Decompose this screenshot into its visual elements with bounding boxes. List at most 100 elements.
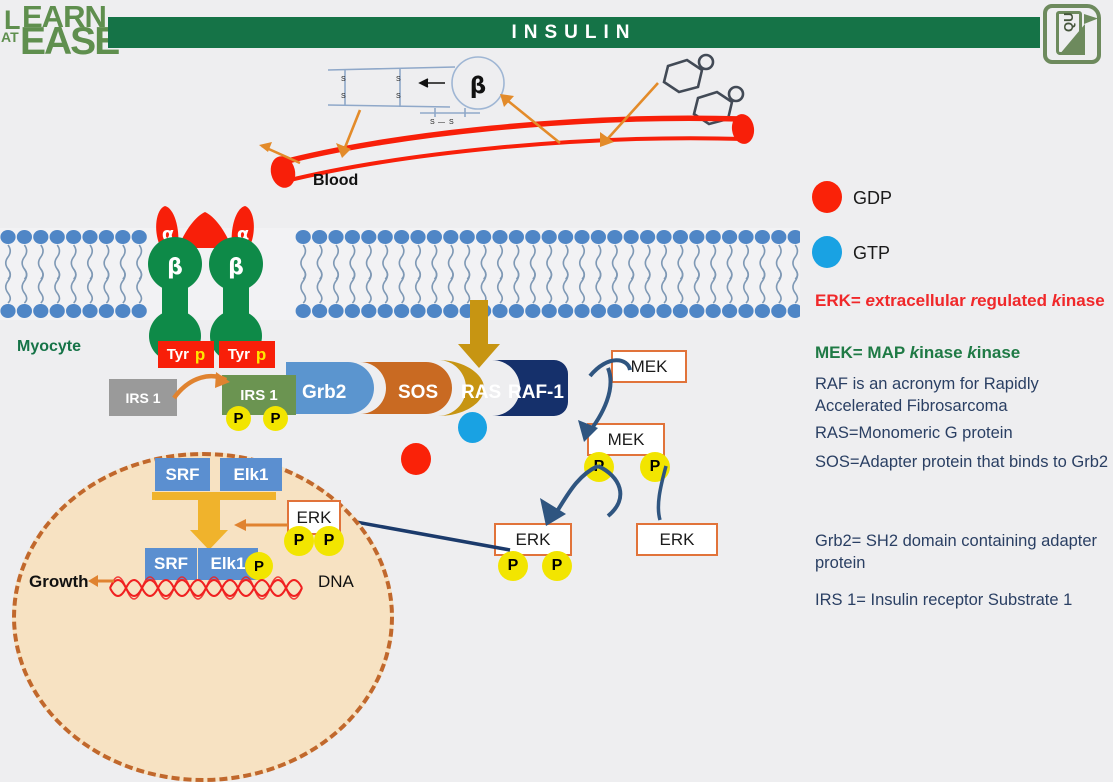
svg-text:S: S: [449, 119, 454, 126]
sos-shape: [360, 362, 452, 414]
erk-def-e: e: [865, 291, 876, 310]
erk-phosphate-2: P: [542, 551, 572, 581]
erk-def-rest1: xtracellular: [875, 291, 971, 310]
note-ras: RAS=Monomeric G protein: [815, 424, 1013, 442]
tyr-label-left: Tyr: [166, 346, 189, 363]
mek-active-label: MEK: [607, 429, 645, 449]
irs1-inactive-label: IRS 1: [125, 389, 161, 406]
sos-label: SOS: [398, 382, 439, 403]
tyr-phosphate-right: p: [255, 344, 267, 364]
note-raf: RAF is an acronym for Rapidly Accelerate…: [815, 375, 1039, 415]
growth-label: Growth: [29, 572, 89, 591]
irs1-phosphate-2: P: [263, 406, 288, 431]
srf-box-bottom: SRF: [145, 548, 197, 580]
beta-right-label: β: [228, 255, 244, 280]
note-grb2: Grb2= SH2 domain containing adapter prot…: [815, 532, 1098, 572]
beta-to-chain-arrow: [418, 78, 445, 88]
erk-def-rest2: egulated: [977, 291, 1052, 310]
mek-def-prefix: MEK= MAP: [815, 343, 910, 362]
erk-nuclear-box: ERK: [287, 500, 341, 535]
mek-phosphate-2-label: P: [649, 458, 661, 475]
erk-inactive-box: ERK: [636, 523, 718, 556]
page-title-banner: INSULIN: [108, 17, 1040, 48]
myocyte-label: Myocyte: [17, 338, 82, 355]
note-irs1: IRS 1= Insulin receptor Substrate 1: [815, 591, 1073, 609]
brand-logo: L AT EARN EASE: [0, 0, 120, 62]
mek-active-box: MEK: [587, 423, 665, 456]
tyr-label-right: Tyr: [227, 346, 250, 363]
mek-inactive-label: MEK: [630, 356, 668, 376]
transport-arrows: [259, 82, 659, 165]
erk-nuclear-phosphate-1-label: P: [293, 532, 305, 549]
elk1-top-label: Elk1: [233, 464, 269, 484]
mek-def-k2: k: [967, 343, 977, 362]
tyr-phospho-box-left: Tyr p: [158, 341, 214, 368]
tyr-phospho-box-right: Tyr p: [219, 341, 275, 368]
kinase-cascade-arrows: [540, 358, 668, 526]
srf-bottom-label: SRF: [154, 554, 188, 573]
note-sos: SOS=Adapter protein that binds to Grb2: [815, 453, 1109, 471]
elk1-phosphate: P: [245, 552, 273, 580]
svg-text:—: —: [438, 119, 445, 126]
blood-vessel-shape: [270, 114, 755, 188]
receptor-alpha-subunits: [156, 206, 254, 248]
raf1-shape: [492, 360, 568, 416]
beta-left-label: β: [167, 255, 183, 280]
signaling-complex-chain: [286, 360, 568, 416]
logo-letter-l: L: [4, 5, 21, 35]
svg-text:S: S: [396, 93, 401, 100]
gdp-legend-label: GDP: [853, 188, 893, 208]
svg-text:S: S: [430, 119, 435, 126]
irs1-phosphate-1: P: [226, 406, 251, 431]
insulin-chain-schematic: [327, 66, 480, 117]
mek-definition: MEK= MAP kinase kinase: [815, 342, 1105, 365]
erk-nuclear-label: ERK: [296, 507, 332, 527]
srf-top-label: SRF: [165, 464, 200, 484]
erk-nuclear-phosphate-2-label: P: [323, 532, 335, 549]
blood-label: Blood: [313, 172, 359, 189]
transcription-activation-arrow: [152, 492, 276, 550]
dna-label: DNA: [318, 572, 354, 591]
gtp-legend-dot: [812, 236, 842, 268]
dna-helix-graphic: [109, 576, 303, 600]
elk1-phosphate-label: P: [253, 557, 264, 575]
insulin-beta-label: β: [470, 73, 486, 99]
gdp-dot-pathway: [401, 443, 431, 475]
logo-word-ease: EASE: [20, 20, 120, 63]
institution-badge-logo: QU: [1043, 4, 1101, 64]
irs1-phosphate-2-label: P: [270, 410, 281, 427]
tyr-phosphate-left: p: [194, 344, 206, 364]
logo-word-earn: EARN: [22, 0, 107, 34]
mek-def-rest2: inase: [976, 343, 1021, 362]
growth-output-arrow: [88, 575, 114, 587]
srf-box-top: SRF: [155, 458, 210, 491]
gdp-legend-dot: [812, 181, 842, 213]
gtp-legend-label: GTP: [853, 243, 891, 263]
svg-text:S: S: [341, 93, 346, 100]
grb2-shape: [286, 362, 374, 414]
mek-inactive-box: MEK: [611, 350, 687, 383]
ras-shape: [438, 360, 484, 416]
mek-def-rest1: inase: [919, 343, 968, 362]
irs1-inactive-box: IRS 1: [109, 379, 177, 416]
ras-membrane-anchor: [458, 300, 500, 368]
erk-def-r: r: [970, 291, 978, 310]
irs1-phosphate-1-label: P: [233, 410, 244, 427]
glucose-hexagon-icons: [662, 53, 745, 126]
page-title: INSULIN: [511, 21, 637, 43]
svg-text:S: S: [396, 76, 401, 83]
irs1-active-label: IRS 1: [240, 386, 278, 404]
erk-phosphate-2-label: P: [551, 557, 563, 574]
erk-def-prefix: ERK=: [815, 291, 866, 310]
grb2-label: Grb2: [302, 382, 347, 403]
erk-def-rest3: inase: [1061, 291, 1105, 310]
elk1-bottom-label: Elk1: [210, 554, 246, 573]
elk1-box-top: Elk1: [220, 458, 282, 491]
mek-def-k1: k: [909, 343, 920, 362]
logo-word-at: AT: [1, 29, 19, 45]
raf1-label: RAF-1: [508, 382, 564, 403]
erk-nuclear-phosphate-1: P: [284, 526, 314, 556]
